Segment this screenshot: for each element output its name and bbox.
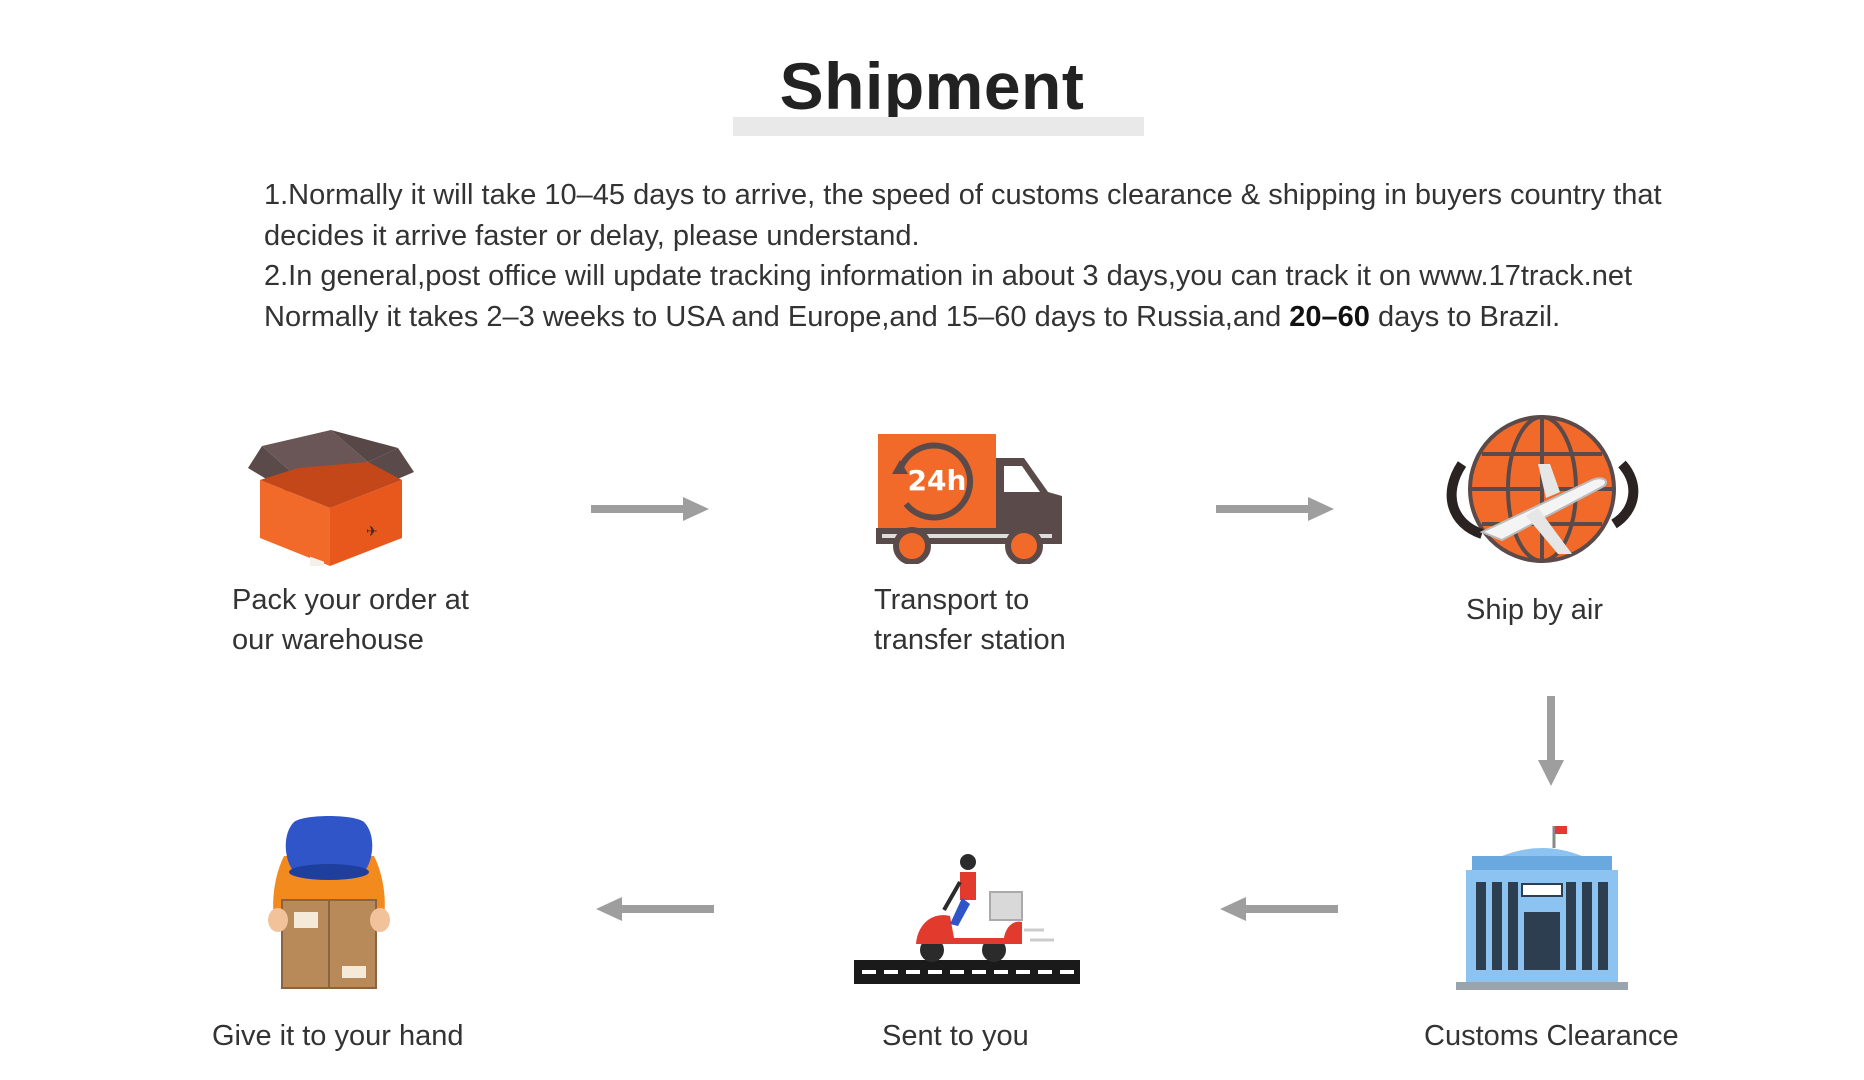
- title-underline: [733, 117, 1144, 136]
- info-line-1: 1.Normally it will take 10–45 days to ar…: [264, 179, 1662, 211]
- arrow-left-icon: [596, 897, 714, 921]
- arrow-down-icon: [1538, 696, 1564, 786]
- step-customs: [1452, 826, 1632, 990]
- arrow-down: [1536, 696, 1566, 793]
- info-line-4-end: days to Brazil.: [1369, 300, 1561, 333]
- arrow-left-2: [594, 894, 714, 929]
- arrow-right-icon: [591, 497, 709, 521]
- step-sent: [854, 852, 1080, 986]
- step-air: [1442, 414, 1642, 564]
- arrow-right-2: [1216, 494, 1336, 529]
- delivery-truck-icon: 24h: [876, 434, 1062, 564]
- customs-building-icon: [1456, 826, 1628, 990]
- info-line-4-text: Normally it takes 2–3 weeks to USA and E…: [264, 300, 1290, 333]
- open-box-icon: ✈: [248, 430, 414, 566]
- step-customs-label: Customs Clearance: [1424, 1020, 1679, 1052]
- step-sent-label: Sent to you: [882, 1020, 1029, 1052]
- step-air-label: Ship by air: [1466, 594, 1604, 626]
- courier-with-parcel-icon: [268, 816, 390, 989]
- svg-text:✈: ✈: [366, 524, 378, 540]
- globe-airplane-icon: [1446, 415, 1639, 563]
- truck-24h-badge: 24h: [908, 464, 967, 497]
- arrow-right-icon: [1216, 497, 1334, 521]
- step-give-label: Give it to your hand: [212, 1020, 464, 1052]
- page-title: Shipment: [779, 49, 1085, 123]
- arrow-right-1: [591, 494, 711, 529]
- step-give: [264, 816, 394, 992]
- step-pack-label: Pack your order at our warehouse: [232, 584, 469, 656]
- scooter-courier-icon: [854, 854, 1080, 984]
- arrow-left-1: [1218, 894, 1338, 929]
- brazil-days-highlight: 20–60: [1289, 300, 1370, 333]
- shipping-info-text: 1.Normally it will take 10–45 days to ar…: [264, 175, 1724, 337]
- info-line-2: decides it arrive faster or delay, pleas…: [264, 219, 920, 252]
- info-line-3: 2.In general,post office will update tra…: [264, 260, 1633, 292]
- info-line-4: Normally it takes 2–3 weeks to USA and E…: [264, 297, 1724, 338]
- step-pack: ✈: [248, 418, 414, 566]
- step-transport: 24h: [876, 430, 1062, 564]
- arrow-left-icon: [1220, 897, 1338, 921]
- step-transport-label: Transport to transfer station: [874, 584, 1066, 656]
